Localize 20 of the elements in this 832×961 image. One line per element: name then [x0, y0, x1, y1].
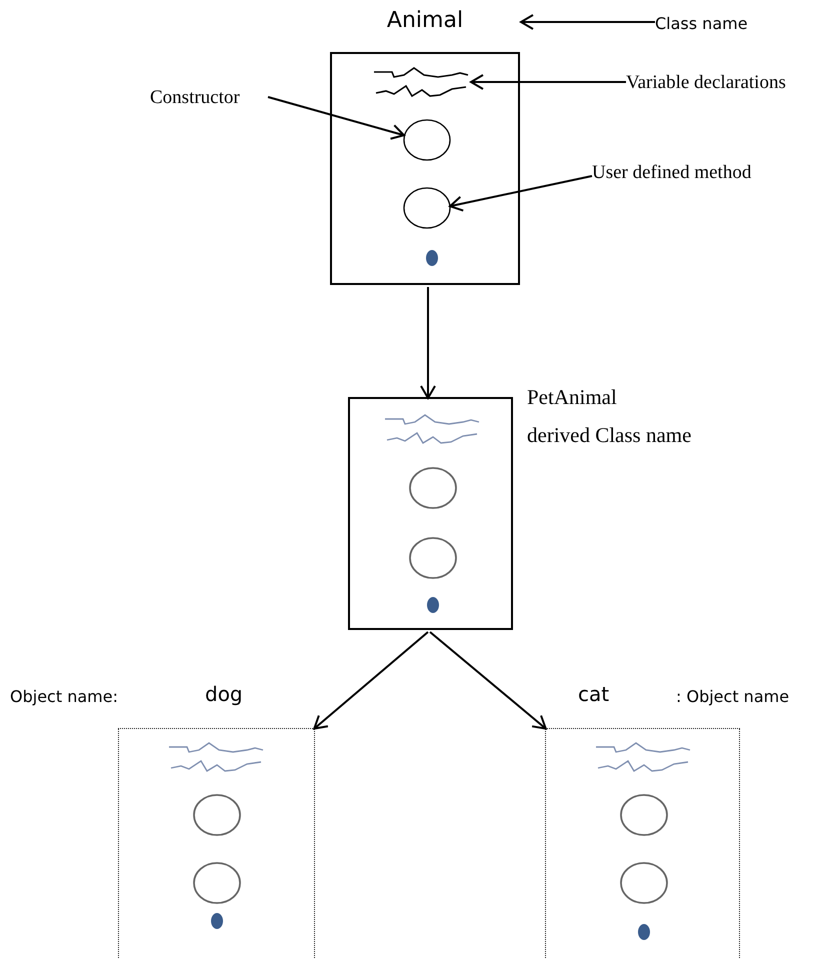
- circle-symbol: [403, 119, 451, 161]
- arrow: [429, 631, 547, 730]
- class-name: Animal: [386, 8, 464, 34]
- arrow: [449, 175, 592, 212]
- annotation-text: derived Class name: [527, 423, 692, 448]
- arrow: [420, 287, 436, 399]
- arrow: [313, 631, 429, 730]
- arrow: [268, 96, 405, 140]
- annotation-text: Variable declarations: [626, 70, 832, 96]
- class-name: PetAnimal: [527, 385, 617, 410]
- object-name: dog: [205, 682, 243, 706]
- arrow: [470, 74, 626, 90]
- arrow: [520, 14, 655, 30]
- object-name: cat: [578, 682, 610, 706]
- annotation-text: Constructor: [150, 85, 268, 111]
- annotation-text: Object name:: [10, 687, 118, 706]
- annotation-text: Class name: [655, 12, 775, 36]
- annotation-text: : Object name: [676, 687, 790, 706]
- annotation-text: User defined method: [592, 160, 798, 186]
- circle-symbol: [403, 187, 451, 229]
